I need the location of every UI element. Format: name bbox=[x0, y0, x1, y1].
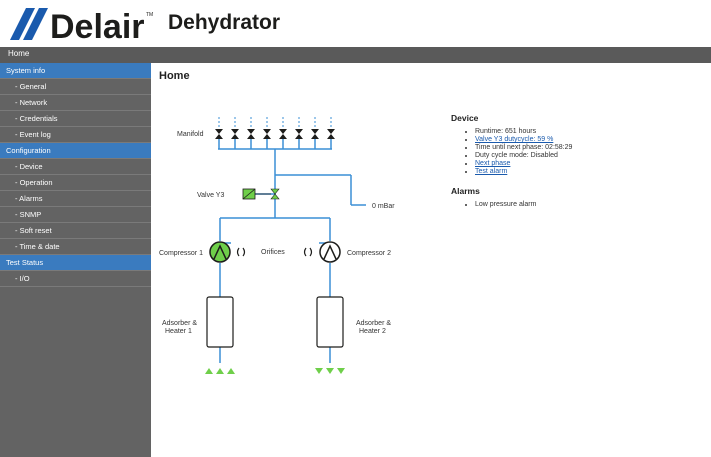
duty-mode-item: Duty cycle mode: Disabled bbox=[475, 152, 701, 160]
sidebar-item-io[interactable]: - I/O bbox=[0, 271, 151, 287]
orifices-label: Orifices bbox=[261, 249, 285, 256]
top-nav-home-link[interactable]: Home bbox=[8, 49, 30, 58]
alarms-list: Low pressure alarm bbox=[451, 201, 701, 209]
valve-y3-label: Valve Y3 bbox=[197, 192, 224, 199]
sidebar-item-credentials[interactable]: - Credentials bbox=[0, 111, 151, 127]
adsorber-1-label-line2: Heater 1 bbox=[165, 328, 192, 335]
adsorber-heater-1[interactable] bbox=[206, 296, 234, 348]
logo-trademark: TM bbox=[146, 12, 153, 18]
adsorber-2-label-line1: Adsorber & bbox=[356, 320, 391, 327]
sidebar-item-general[interactable]: - General bbox=[0, 79, 151, 95]
compressor-1-label: Compressor 1 bbox=[159, 250, 203, 257]
valve-y3-body[interactable] bbox=[270, 188, 280, 200]
pressure-readout: 0 mBar bbox=[372, 203, 395, 210]
alarms-heading: Alarms bbox=[451, 186, 480, 196]
sidebar-section-configuration[interactable]: Configuration bbox=[0, 143, 151, 159]
status-panel: Device Runtime: 651 hours Valve Y3 dutyc… bbox=[451, 113, 701, 219]
valve-duty-item: Valve Y3 dutycycle: 59 % bbox=[475, 136, 701, 144]
sidebar: System info - General - Network - Creden… bbox=[0, 63, 151, 457]
sidebar-item-operation[interactable]: - Operation bbox=[0, 175, 151, 191]
flow-arrows-down bbox=[315, 368, 345, 374]
compressor-2-label: Compressor 2 bbox=[347, 250, 391, 257]
manifold-valves[interactable] bbox=[215, 129, 335, 139]
adsorber-1-label-line1: Adsorber & bbox=[162, 320, 197, 327]
valve-duty-link[interactable]: Valve Y3 dutycycle: 59 % bbox=[475, 136, 554, 143]
pipes bbox=[218, 139, 366, 363]
sidebar-section-system-info[interactable]: System info bbox=[0, 63, 151, 79]
runtime-item: Runtime: 651 hours bbox=[475, 128, 701, 136]
adsorber-2-label-line2: Heater 2 bbox=[359, 328, 386, 335]
page-title: Home bbox=[159, 70, 190, 82]
sidebar-section-test-status[interactable]: Test Status bbox=[0, 255, 151, 271]
adsorber-heater-2[interactable] bbox=[316, 296, 344, 348]
sidebar-item-alarms[interactable]: - Alarms bbox=[0, 191, 151, 207]
next-phase-item: Next phase bbox=[475, 160, 701, 168]
delair-logo: Delair TM bbox=[10, 8, 153, 44]
dehydrator-schematic: Manifold Valve Y3 0 mBar Compressor 1 Or… bbox=[159, 117, 395, 374]
device-info-list: Runtime: 651 hours Valve Y3 dutycycle: 5… bbox=[451, 128, 701, 176]
alarm-item: Low pressure alarm bbox=[475, 201, 701, 209]
flow-arrows-up bbox=[205, 368, 235, 374]
header: Delair TM Dehydrator bbox=[0, 0, 711, 47]
orifice-icons bbox=[236, 247, 313, 257]
device-heading: Device bbox=[451, 113, 479, 123]
logo-text: Delair bbox=[50, 8, 145, 44]
test-alarm-link[interactable]: Test alarm bbox=[475, 168, 508, 175]
sidebar-item-soft-reset[interactable]: - Soft reset bbox=[0, 223, 151, 239]
manifold-label: Manifold bbox=[177, 131, 204, 138]
sidebar-item-time-date[interactable]: - Time & date bbox=[0, 239, 151, 255]
top-nav-bar: Home bbox=[0, 47, 711, 63]
sidebar-item-network[interactable]: - Network bbox=[0, 95, 151, 111]
test-alarm-item: Test alarm bbox=[475, 168, 701, 176]
sidebar-item-device[interactable]: - Device bbox=[0, 159, 151, 175]
manifold-inlets bbox=[218, 117, 332, 129]
app-title: Dehydrator bbox=[168, 11, 281, 34]
main-content: Home bbox=[151, 63, 711, 457]
sidebar-item-snmp[interactable]: - SNMP bbox=[0, 207, 151, 223]
sidebar-item-event-log[interactable]: - Event log bbox=[0, 127, 151, 143]
next-phase-link[interactable]: Next phase bbox=[475, 160, 511, 167]
time-next-phase-item: Time until next phase: 02:58:29 bbox=[475, 144, 701, 152]
